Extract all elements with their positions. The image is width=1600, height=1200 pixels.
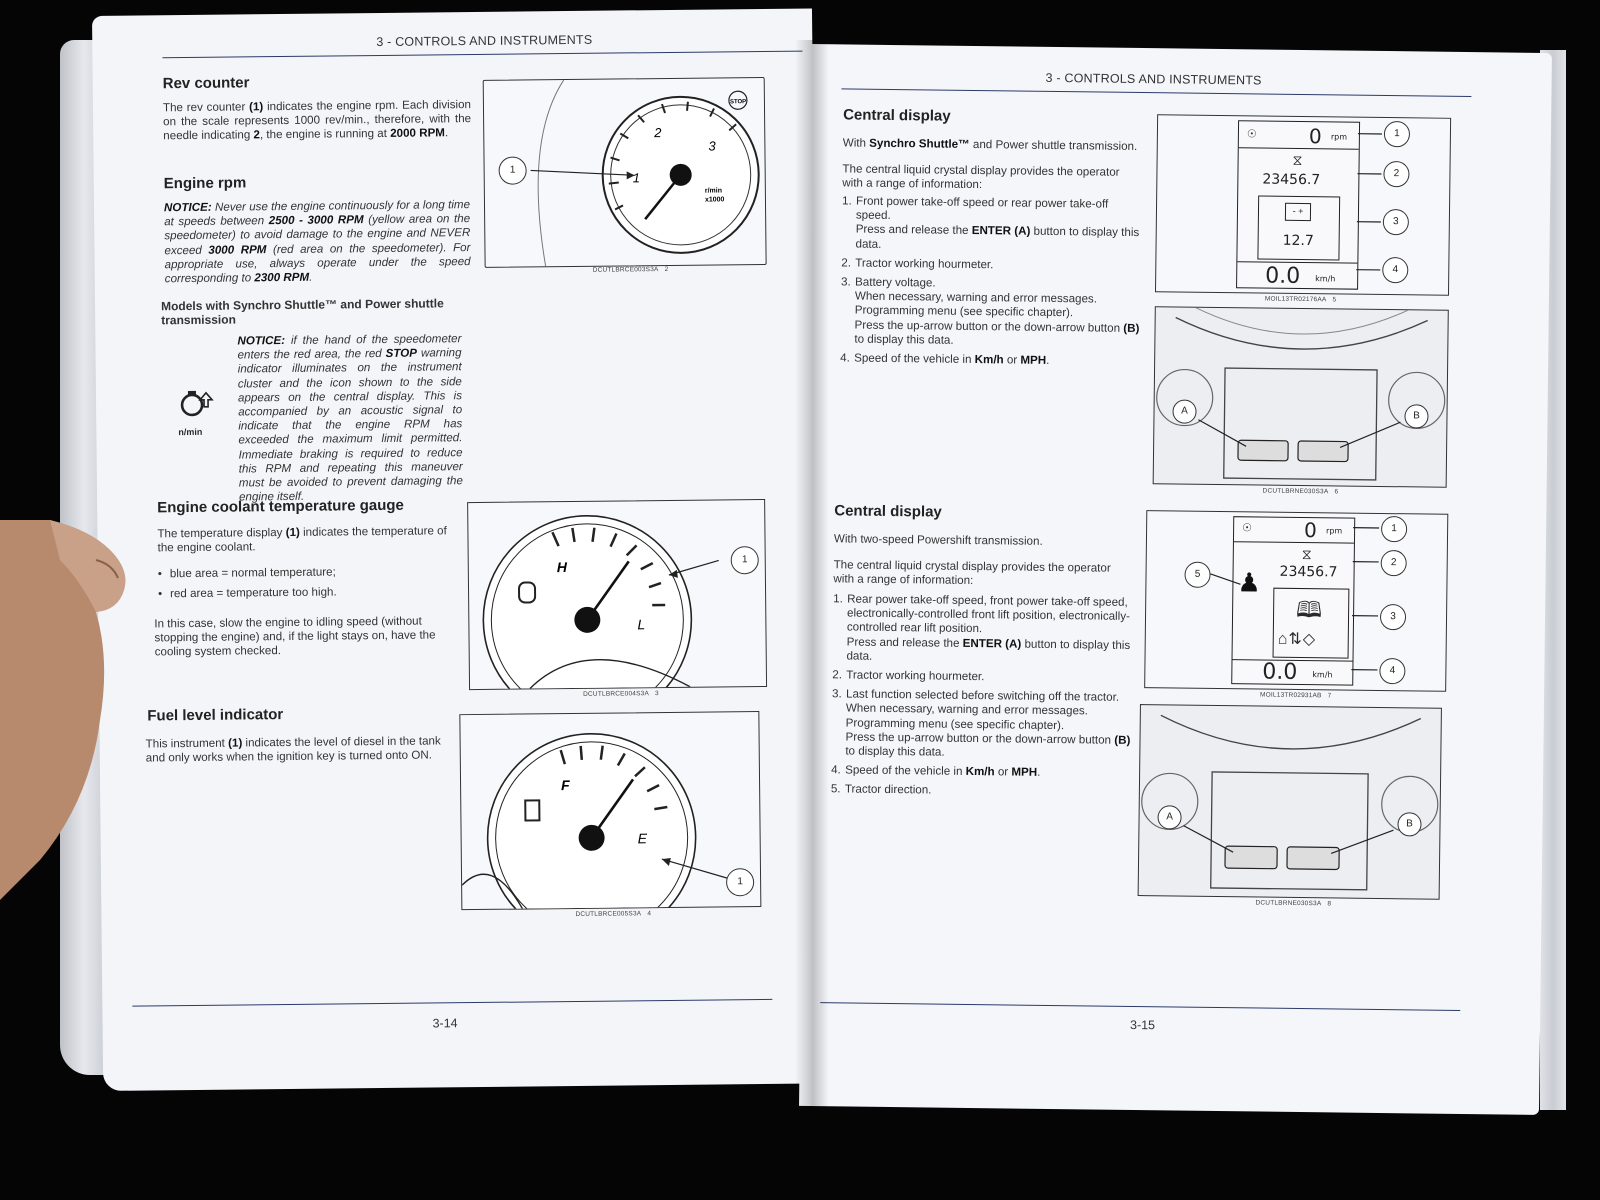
arrow-button-callout-b: B [1404,404,1429,429]
central-display-title-2: Central display [834,502,942,521]
cold-mark: L [637,616,645,632]
figure-lcd-synchro: ☉ 0 rpm ⧖ 23456.7 - + 12.7 0.0 km/h 1 2 … [1154,114,1452,296]
hot-mark: H [557,559,568,575]
rpm-unit-top: r/min [705,187,722,194]
central-display-title-1: Central display [843,106,951,125]
tick-1: 1 [633,170,640,185]
list-item: 5.Tractor direction. [830,782,932,797]
coolant-after: In this case, slow the engine to idling … [154,614,436,659]
bullet-item: blue area = normal temperature; [158,564,458,581]
footer-rule [820,1002,1461,1011]
list-item: 3.Last function selected before switchin… [831,687,1131,759]
lcd-callout-lines [1210,527,1380,671]
display1-intro-2: The central liquid crystal display provi… [842,162,1120,192]
page-header: 3 - CONTROLS AND INSTRUMENTS [376,32,593,50]
fig7-callout-3: 3 [1379,603,1407,631]
hand-holding-book [0,520,140,920]
fig7-callout-2: 2 [1380,549,1407,577]
engine-rpm-notice: NOTICE: Never use the engine continuousl… [163,198,471,286]
coolant-bullets: blue area = normal temperature; red area… [158,564,458,608]
fig3-callout-1: 1 [730,546,759,575]
fig4-callout-1: 1 [725,868,755,897]
lcd-callout-lines [1356,133,1382,271]
enter-button-callout-a: A [1172,399,1197,424]
display1-list: 1.Front power take-off speed or rear pow… [840,194,1146,374]
figure-lcd-powershift: ☉ 0 rpm ♟ ⧖ 23456.7 🕮 ⌂⇅◇ 0.0 km/h 1 2 3… [1144,510,1449,692]
fig6-code: DCUTLBRNE030S3A 6 [1262,487,1339,496]
header-rule [162,50,803,59]
dashboard-drawing [1141,714,1439,891]
tick-3: 3 [708,138,716,153]
models-notice: NOTICE: if the hand of the speedometer e… [237,332,463,504]
fig3-code: DCUTLBRCE004S3A 3 [583,690,659,698]
display2-list: 1.Rear power take-off speed, front power… [831,592,1138,805]
fuel-gauge-drawing: F E [461,733,729,943]
display2-intro: With two-speed Powershift transmission. [833,532,1043,548]
figure-dashboard-buttons-2: A B [1137,704,1442,900]
figure-fuel-gauge: F E 1 [459,711,762,943]
dashboard-drawing [1156,307,1446,481]
footer-rule [132,998,773,1007]
engine-rpm-title: Engine rpm [163,174,247,193]
fig5-callout-3: 3 [1382,208,1410,236]
rpm-unit-bottom: x1000 [705,196,725,203]
page-number: 3-14 [432,1016,458,1031]
figure-coolant-gauge: H L 1 [467,498,768,725]
coolant-gauge-drawing: H L [482,515,719,725]
arrow-button-callout-b: B [1397,812,1422,837]
list-item: 3.Battery voltage.When necessary, warnin… [841,275,1140,347]
right-page: 3 - CONTROLS AND INSTRUMENTS Central dis… [799,44,1552,1115]
coolant-title: Engine coolant temperature gauge [157,496,404,517]
list-item: 4.Speed of the vehicle in Km/h or MPH. [831,763,1041,780]
page-header: 3 - CONTROLS AND INSTRUMENTS [1045,70,1262,88]
models-heading: Models with Synchro Shuttle™ and Power s… [160,296,444,328]
figure-dashboard-buttons-1: A B [1152,306,1449,488]
coolant-body: The temperature display (1) indicates th… [157,524,447,555]
bullet-item: red area = temperature too high. [158,584,458,601]
list-item: 2.Tractor working hourmeter. [832,668,985,684]
page-number: 3-15 [1129,1017,1156,1033]
enter-button-callout-a: A [1157,805,1182,830]
rev-counter-gauge-drawing: 1 2 3 r/min x1000 STOP [530,79,760,267]
fuel-body: This instrument (1) indicates the level … [145,734,441,765]
fig7-callout-4: 4 [1379,657,1406,685]
fig5-callout-1: 1 [1383,120,1411,148]
stop-label: STOP [730,99,746,105]
list-item: 1.Rear power take-off speed, front power… [833,592,1131,663]
list-item: 2.Tractor working hourmeter. [841,256,994,272]
figure-rev-counter: 1 2 3 r/min x1000 STOP 1 [482,76,767,268]
list-item: 1.Front power take-off speed or rear pow… [842,194,1140,251]
left-page: 3 - CONTROLS AND INSTRUMENTS Rev counter… [92,8,824,1091]
header-rule [841,88,1472,98]
fig4-code: DCUTLBRCE005S3A 4 [575,910,652,918]
fig7-code: MOIL13TR02931AB 7 [1260,691,1332,700]
full-mark: F [561,777,570,793]
fig5-code: MOIL13TR02176AA 5 [1264,295,1337,304]
fig2-code: DCUTLBRCE003S3A 2 [592,265,669,274]
rpm-icon-label: n/min [178,426,203,438]
fig7-callout-5: 5 [1184,561,1211,588]
rev-counter-body: The rev counter (1) indicates the engine… [162,98,472,143]
display1-intro: With Synchro Shuttle™ and Power shuttle … [842,136,1138,153]
fig5-callout-4: 4 [1382,256,1409,284]
tick-2: 2 [653,125,662,140]
fig8-code: DCUTLBRNE030S3A 8 [1255,899,1332,908]
rev-counter-title: Rev counter [162,74,250,93]
fuel-title: Fuel level indicator [147,706,284,725]
fig2-callout-1: 1 [498,156,527,185]
empty-mark: E [638,830,648,846]
list-item: 4.Speed of the vehicle in Km/h or MPH. [840,351,1050,367]
display2-intro-2: The central liquid crystal display provi… [833,558,1111,588]
engine-overspeed-icon [176,389,216,429]
fig7-callout-1: 1 [1380,515,1408,543]
